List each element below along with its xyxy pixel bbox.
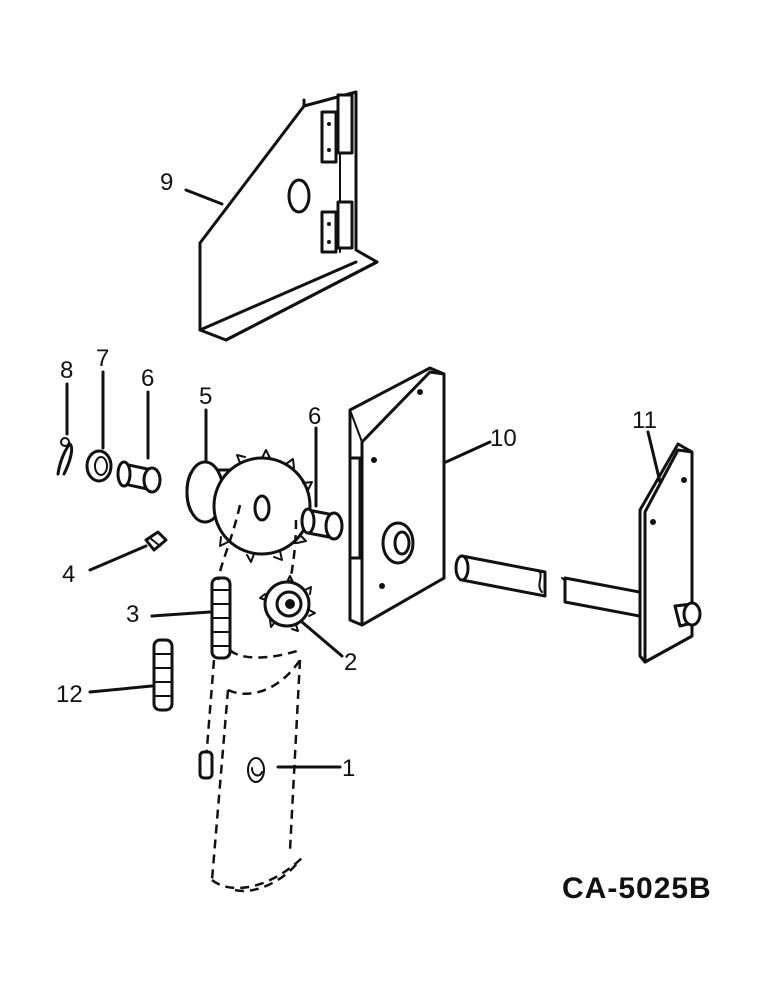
part-5-large-sprocket (185, 449, 318, 563)
leader-lines (65, 188, 662, 769)
callout-6-right: 6 (308, 403, 321, 430)
drawing-code: CA-5025B (562, 872, 712, 905)
callout-10: 10 (490, 425, 517, 452)
callout-9: 9 (160, 169, 173, 196)
part-10-side-plate (348, 366, 446, 627)
part-1-housing (210, 648, 306, 893)
callout-12: 12 (56, 681, 83, 708)
part-3-chain (198, 504, 298, 780)
callout-2: 2 (344, 649, 357, 676)
callout-3: 3 (126, 601, 139, 628)
callout-7: 7 (96, 345, 109, 372)
part-11-shaft-plate (454, 442, 702, 664)
callout-5: 5 (199, 383, 212, 410)
callout-11: 11 (632, 407, 657, 434)
part-12-connector-link (152, 638, 174, 712)
callout-1: 1 (342, 755, 355, 782)
part-7-washer (85, 449, 113, 483)
callout-8: 8 (60, 357, 73, 384)
part-6-bushing-right (300, 507, 344, 541)
part-8-hairpin-clip (56, 437, 74, 476)
part-2-small-sprocket (259, 575, 316, 632)
part-9-bracket (198, 90, 379, 342)
callout-6-left: 6 (141, 365, 154, 392)
part-6-bushing-left (116, 460, 162, 494)
callout-4: 4 (62, 561, 75, 588)
part-4-set-screw (144, 530, 168, 552)
